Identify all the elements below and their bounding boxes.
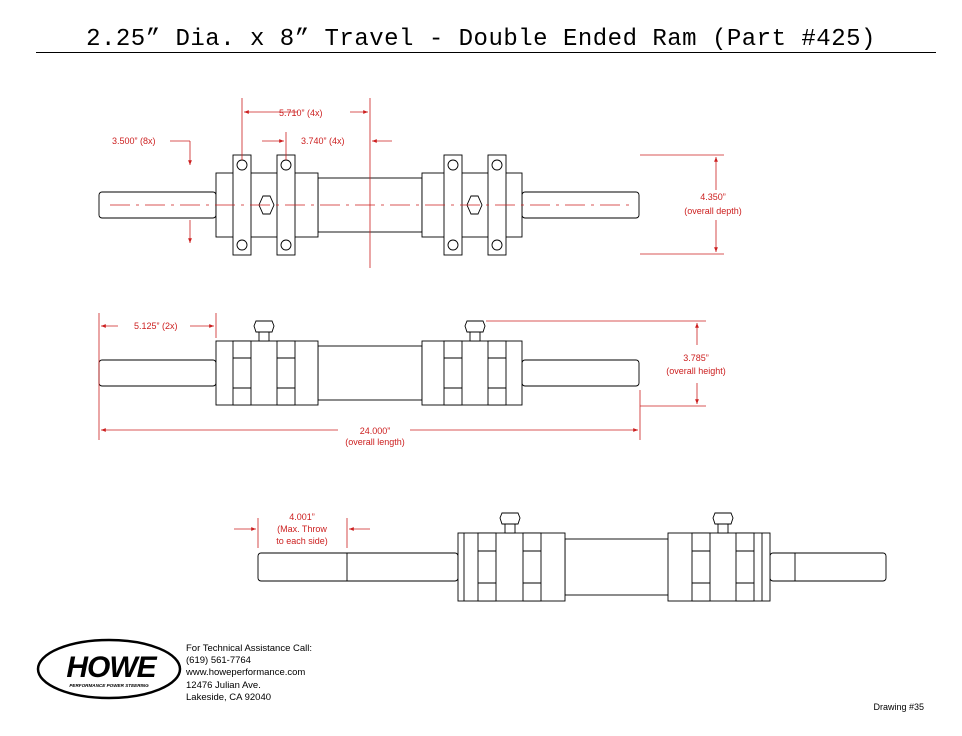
right-cylinder [421, 340, 523, 406]
right-hex-fitting [464, 320, 486, 342]
contact-phone: (619) 561-7764 [186, 655, 251, 667]
drawing-title: 2.25” Dia. x 8” Travel - Double Ended Ra… [86, 26, 876, 53]
dim-shaft: 5.125” (2x) [134, 321, 178, 331]
left-shaft-extended [257, 552, 459, 582]
dim-spacing: 5.710” (4x) [279, 108, 323, 118]
bolt-holes [236, 159, 503, 251]
extended-view [257, 512, 887, 602]
dim-throw-note1: (Max. Throw [277, 524, 327, 534]
top-view [98, 154, 640, 256]
left-cylinder [457, 532, 566, 602]
dim-height: 3.785” [683, 353, 709, 363]
right-shaft-retracted [769, 552, 887, 582]
contact-website: www.howeperformance.com [186, 667, 306, 679]
left-hex-fitting [499, 512, 521, 534]
right-cylinder [667, 532, 771, 602]
dim-length-note: (overall length) [345, 437, 405, 447]
title-underline [36, 52, 936, 53]
right-hex-fitting [712, 512, 734, 534]
cylinder-body [317, 345, 423, 401]
contact-street: 12476 Julian Ave. [186, 679, 261, 691]
contact-city: Lakeside, CA 92040 [186, 691, 272, 703]
left-shaft [98, 359, 217, 387]
right-clamp-inner [443, 340, 463, 406]
dim-inner: 3.740” (4x) [301, 136, 345, 146]
dim-depth: 4.350” [700, 192, 726, 202]
dim-throw: 4.001” [289, 512, 315, 522]
right-shaft [521, 359, 640, 387]
left-cylinder [215, 340, 319, 406]
left-clamp-inner [276, 340, 296, 406]
side-view [98, 320, 640, 406]
logo-tagline: PERFORMANCE POWER STEERING [69, 683, 149, 688]
right-clamp-outer [487, 340, 507, 406]
dim-height-note: (overall height) [666, 366, 726, 376]
logo-wordmark: HOWE [66, 651, 157, 684]
left-hex-fitting [253, 320, 275, 342]
contact-heading: For Technical Assistance Call: [186, 643, 313, 654]
cylinder-body [564, 538, 671, 596]
drawing-number: Drawing #35 [873, 702, 924, 712]
dim-length: 24.000” [360, 426, 391, 436]
left-clamp-outer [232, 340, 252, 406]
howe-logo: HOWE PERFORMANCE POWER STEERING [36, 638, 182, 700]
contact-block: For Technical Assistance Call: (619) 561… [186, 643, 312, 704]
dim-bolt: 3.500” (8x) [112, 136, 156, 146]
dim-depth-note: (overall depth) [684, 206, 742, 216]
dim-throw-note2: to each side) [276, 536, 328, 546]
